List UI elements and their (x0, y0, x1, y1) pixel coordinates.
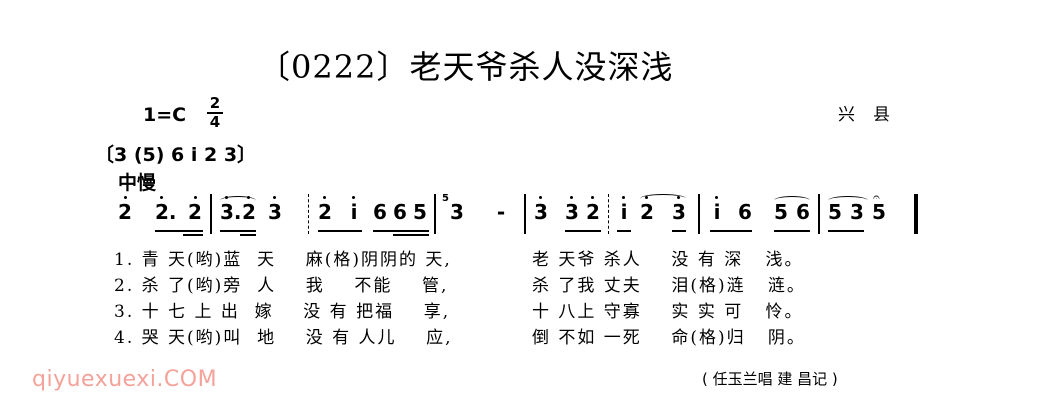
note: 2. (155, 200, 177, 224)
note: 5 (413, 200, 427, 224)
note: 2 (318, 200, 332, 224)
note: 3 (850, 200, 864, 224)
note: 6 (796, 200, 810, 224)
note: 3 (534, 200, 548, 224)
bar-line (210, 194, 212, 234)
high-dot (352, 196, 355, 199)
note: 6 (738, 200, 752, 224)
high-dot (160, 196, 163, 199)
note: 2 (118, 200, 132, 224)
high-dot (677, 196, 680, 199)
beam (240, 234, 256, 236)
high-dot (591, 196, 594, 199)
note: 2 (242, 200, 256, 224)
note: 3 (450, 200, 464, 224)
note: 3 (672, 200, 686, 224)
high-dot (194, 196, 197, 199)
verse-number: 1. (114, 250, 135, 270)
song-title: 〔0222〕老天爷杀人没深浅 (258, 48, 674, 86)
note: i (620, 200, 628, 224)
note: - (496, 200, 506, 224)
beam (318, 230, 362, 232)
note: 5 (828, 200, 842, 224)
lyric-verse-3: 3. 十 七 上 出 嫁 没 有 把福 享, (114, 297, 450, 322)
note: 6 (393, 200, 407, 224)
note: 2 (640, 200, 654, 224)
high-dot (539, 196, 542, 199)
intro-notation: 〔3 (5) 6 i 2 3〕 (95, 144, 257, 166)
verse-number: 3. (114, 302, 135, 322)
note: 2 (188, 200, 202, 224)
grace-note: 5 (442, 193, 449, 204)
slur (828, 196, 868, 205)
beam (565, 230, 601, 232)
high-dot (323, 196, 326, 199)
final-bar-line (914, 194, 918, 234)
bar-line-dashed (608, 194, 610, 234)
time-denominator: 4 (209, 113, 221, 131)
lyric-verse-4-part-2: 倒 不如 一死 命(格)归 阴。 (532, 328, 806, 348)
note: 3. (220, 200, 242, 224)
note: i (713, 200, 721, 224)
verse-number: 2. (114, 276, 135, 296)
high-dot (622, 196, 625, 199)
key-signature: 1=C (143, 104, 187, 126)
lyric-verse-1: 1. 青 天(哟)蓝 天 麻(格)阴阴的 天, (114, 245, 452, 270)
slur (774, 196, 810, 205)
high-dot (273, 196, 276, 199)
high-dot (570, 196, 573, 199)
beam (617, 230, 631, 232)
lyric-verse-2-part-2: 杀 了我 丈夫 泪(格)涟 涟。 (532, 276, 806, 296)
note: i (350, 200, 358, 224)
time-signature: 2 4 (207, 96, 223, 130)
lyric-verse-4: 4. 哭 天(哟)叫 地 没 有 人儿 应, (114, 323, 453, 348)
high-dot (247, 196, 250, 199)
beam (774, 230, 810, 232)
beam (183, 234, 203, 236)
beam (710, 230, 752, 232)
watermark: qiyuexuexi.COM (32, 367, 218, 392)
time-numerator: 2 (209, 94, 221, 112)
note: 6 (373, 200, 387, 224)
note: 5 (774, 200, 788, 224)
verse-number: 4. (114, 328, 135, 348)
beam (155, 230, 203, 232)
lyric-verse-1-part-2: 老 天爷 杀人 没 有 深 浅。 (532, 250, 804, 270)
beam (220, 230, 256, 232)
slur (640, 194, 686, 203)
slur (220, 196, 256, 205)
high-dot (225, 196, 228, 199)
credit-line: ( 任玉兰唱 建 昌记 ) (702, 370, 838, 388)
bar-line (434, 194, 436, 234)
note: 2 (586, 200, 600, 224)
bar-line-dashed (308, 194, 310, 234)
lyric-verse-3-part-2: 十 八上 守寡 实 实 可 怜。 (532, 302, 804, 322)
verse-part-1: 青 天(哟)蓝 天 麻(格)阴阴的 天, (141, 250, 452, 270)
beam (672, 230, 686, 232)
verse-part-1: 杀 了(哟)旁 人 我 不能 管, (141, 276, 449, 296)
verse-part-1: 哭 天(哟)叫 地 没 有 人儿 应, (141, 328, 453, 348)
fraction-bar (207, 112, 223, 114)
bar-line (818, 194, 820, 234)
note: 5 (872, 200, 886, 224)
high-dot (645, 196, 648, 199)
high-dot (715, 196, 718, 199)
verse-part-1: 十 七 上 出 嫁 没 有 把福 享, (141, 302, 451, 322)
note: 3 (565, 200, 579, 224)
high-dot (124, 196, 127, 199)
lyric-verse-2: 2. 杀 了(哟)旁 人 我 不能 管, (114, 271, 448, 296)
region-label: 兴县 (838, 105, 908, 125)
bar-line (524, 194, 526, 234)
beam (373, 230, 429, 232)
note: 3 (268, 200, 282, 224)
beam (393, 234, 429, 236)
bar-line (698, 194, 700, 234)
fermata-icon: 𝄐 (873, 190, 880, 204)
tempo-marking: 中慢 (118, 172, 157, 194)
beam (828, 230, 864, 232)
